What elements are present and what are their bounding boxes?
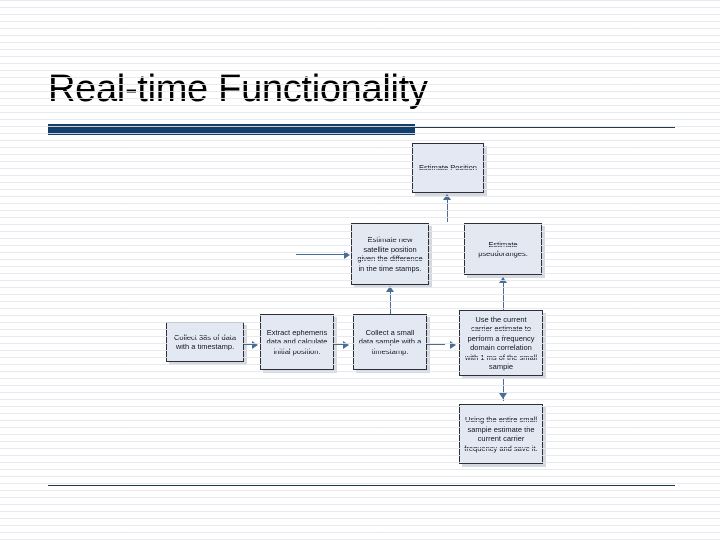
node-carrier-correlation[interactable]: Use the current carrier estimate to perf…: [459, 310, 543, 376]
arrowhead-up-satellite: [386, 286, 394, 292]
connector-into-satellite: [296, 254, 345, 255]
footer-divider-rule: [48, 485, 675, 486]
arrowhead-right-ephemeris: [252, 341, 258, 349]
node-carrier-frequency[interactable]: Using the entire small sample estimate t…: [459, 404, 543, 464]
node-collect-38s[interactable]: Collect 38s of data with a timestamp.: [166, 322, 244, 362]
node-extract-ephemeris[interactable]: Extract ephemeris data and calculate ini…: [260, 314, 334, 370]
arrowhead-right-sample: [343, 341, 349, 349]
connector-ephemeris-to-sample: [334, 344, 343, 345]
node-collect-small-sample[interactable]: Collect a small data sample with a times…: [353, 314, 427, 370]
arrowhead-right-correlation: [450, 341, 456, 349]
arrowhead-down-carrier-frequency: [499, 393, 507, 399]
connector-sample-to-correlation: [427, 344, 445, 345]
node-estimate-satellite-position[interactable]: Estimate new satellite position given th…: [351, 223, 429, 285]
arrowhead-up-estimate-position: [443, 194, 451, 200]
node-estimate-pseudoranges[interactable]: Estimate pseudoranges.: [464, 223, 542, 275]
arrowhead-up-pseudoranges: [499, 277, 507, 283]
node-estimate-position[interactable]: Estimate Position: [412, 143, 484, 193]
arrowhead-right-satellite: [344, 251, 350, 259]
